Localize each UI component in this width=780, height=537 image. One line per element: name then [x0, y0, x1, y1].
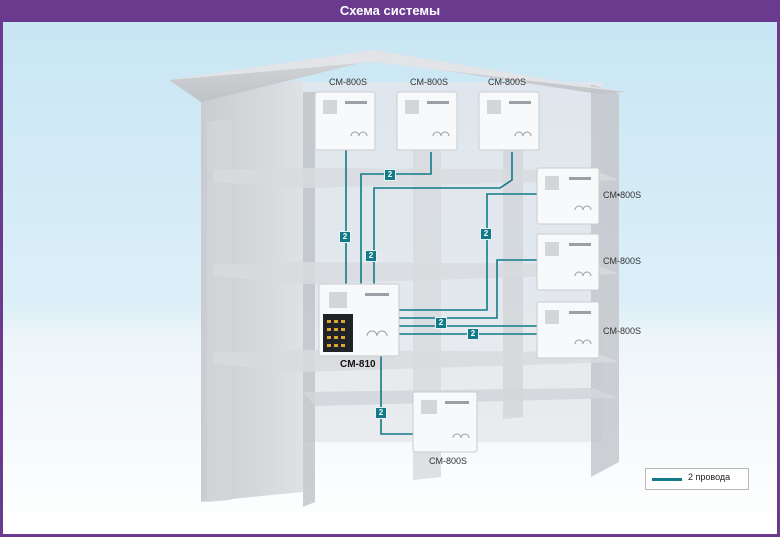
wire-right-1 — [399, 193, 537, 311]
wire-count-badge: 2 — [339, 231, 351, 243]
device-cm810-master — [318, 283, 400, 357]
legend-label: 2 провода — [688, 472, 731, 482]
device-cm800s-bottom — [412, 391, 478, 453]
wire-count-badge: 2 — [480, 228, 492, 240]
floor-3 — [213, 350, 619, 372]
wire-count-badge: 2 — [467, 328, 479, 340]
device-cm800s-top-3 — [478, 91, 540, 151]
legend: 2 провода — [645, 468, 749, 490]
floor-2 — [213, 262, 619, 284]
device-label-bottom: CM-800S — [429, 456, 468, 466]
floor-1 — [213, 168, 619, 188]
device-cm800s-top-2 — [396, 91, 458, 151]
diagram-title: Схема системы — [339, 3, 441, 18]
building-left-pillar — [207, 118, 231, 502]
wire-count-badge: 2 — [365, 250, 377, 262]
wiring — [345, 150, 537, 435]
wire-right-2 — [399, 259, 537, 319]
wire-mid-top — [360, 152, 432, 284]
building-scene — [169, 50, 625, 507]
device-label-top-3: CM-800S — [488, 77, 527, 87]
master-station-label: CM-810 — [340, 359, 376, 370]
wire-count-badge: 2 — [435, 317, 447, 329]
device-label-right-2: CM-800S — [603, 256, 642, 266]
diagram-canvas: CM-800S CM-800S CM-800S CM•800S CM-800S … — [3, 22, 777, 534]
wire-count-badge: 2 — [384, 169, 396, 181]
device-label-top-2: CM-800S — [410, 77, 449, 87]
wire-bottom — [380, 356, 413, 435]
roof-top — [169, 50, 625, 92]
device-label-right-3: CM-800S — [603, 326, 642, 336]
device-cm800s-right-2 — [536, 233, 600, 291]
device-label-right-1: CM•800S — [603, 190, 642, 200]
device-cm800s-right-1 — [536, 167, 600, 225]
building-front-column — [303, 92, 315, 507]
device-cm800s-top-1 — [314, 91, 376, 151]
legend-line-swatch — [652, 478, 682, 481]
wire-count-badge: 2 — [375, 407, 387, 419]
wire-right-top — [373, 152, 513, 284]
device-cm800s-right-3 — [536, 301, 600, 359]
device-label-top-1: CM-800S — [329, 77, 368, 87]
